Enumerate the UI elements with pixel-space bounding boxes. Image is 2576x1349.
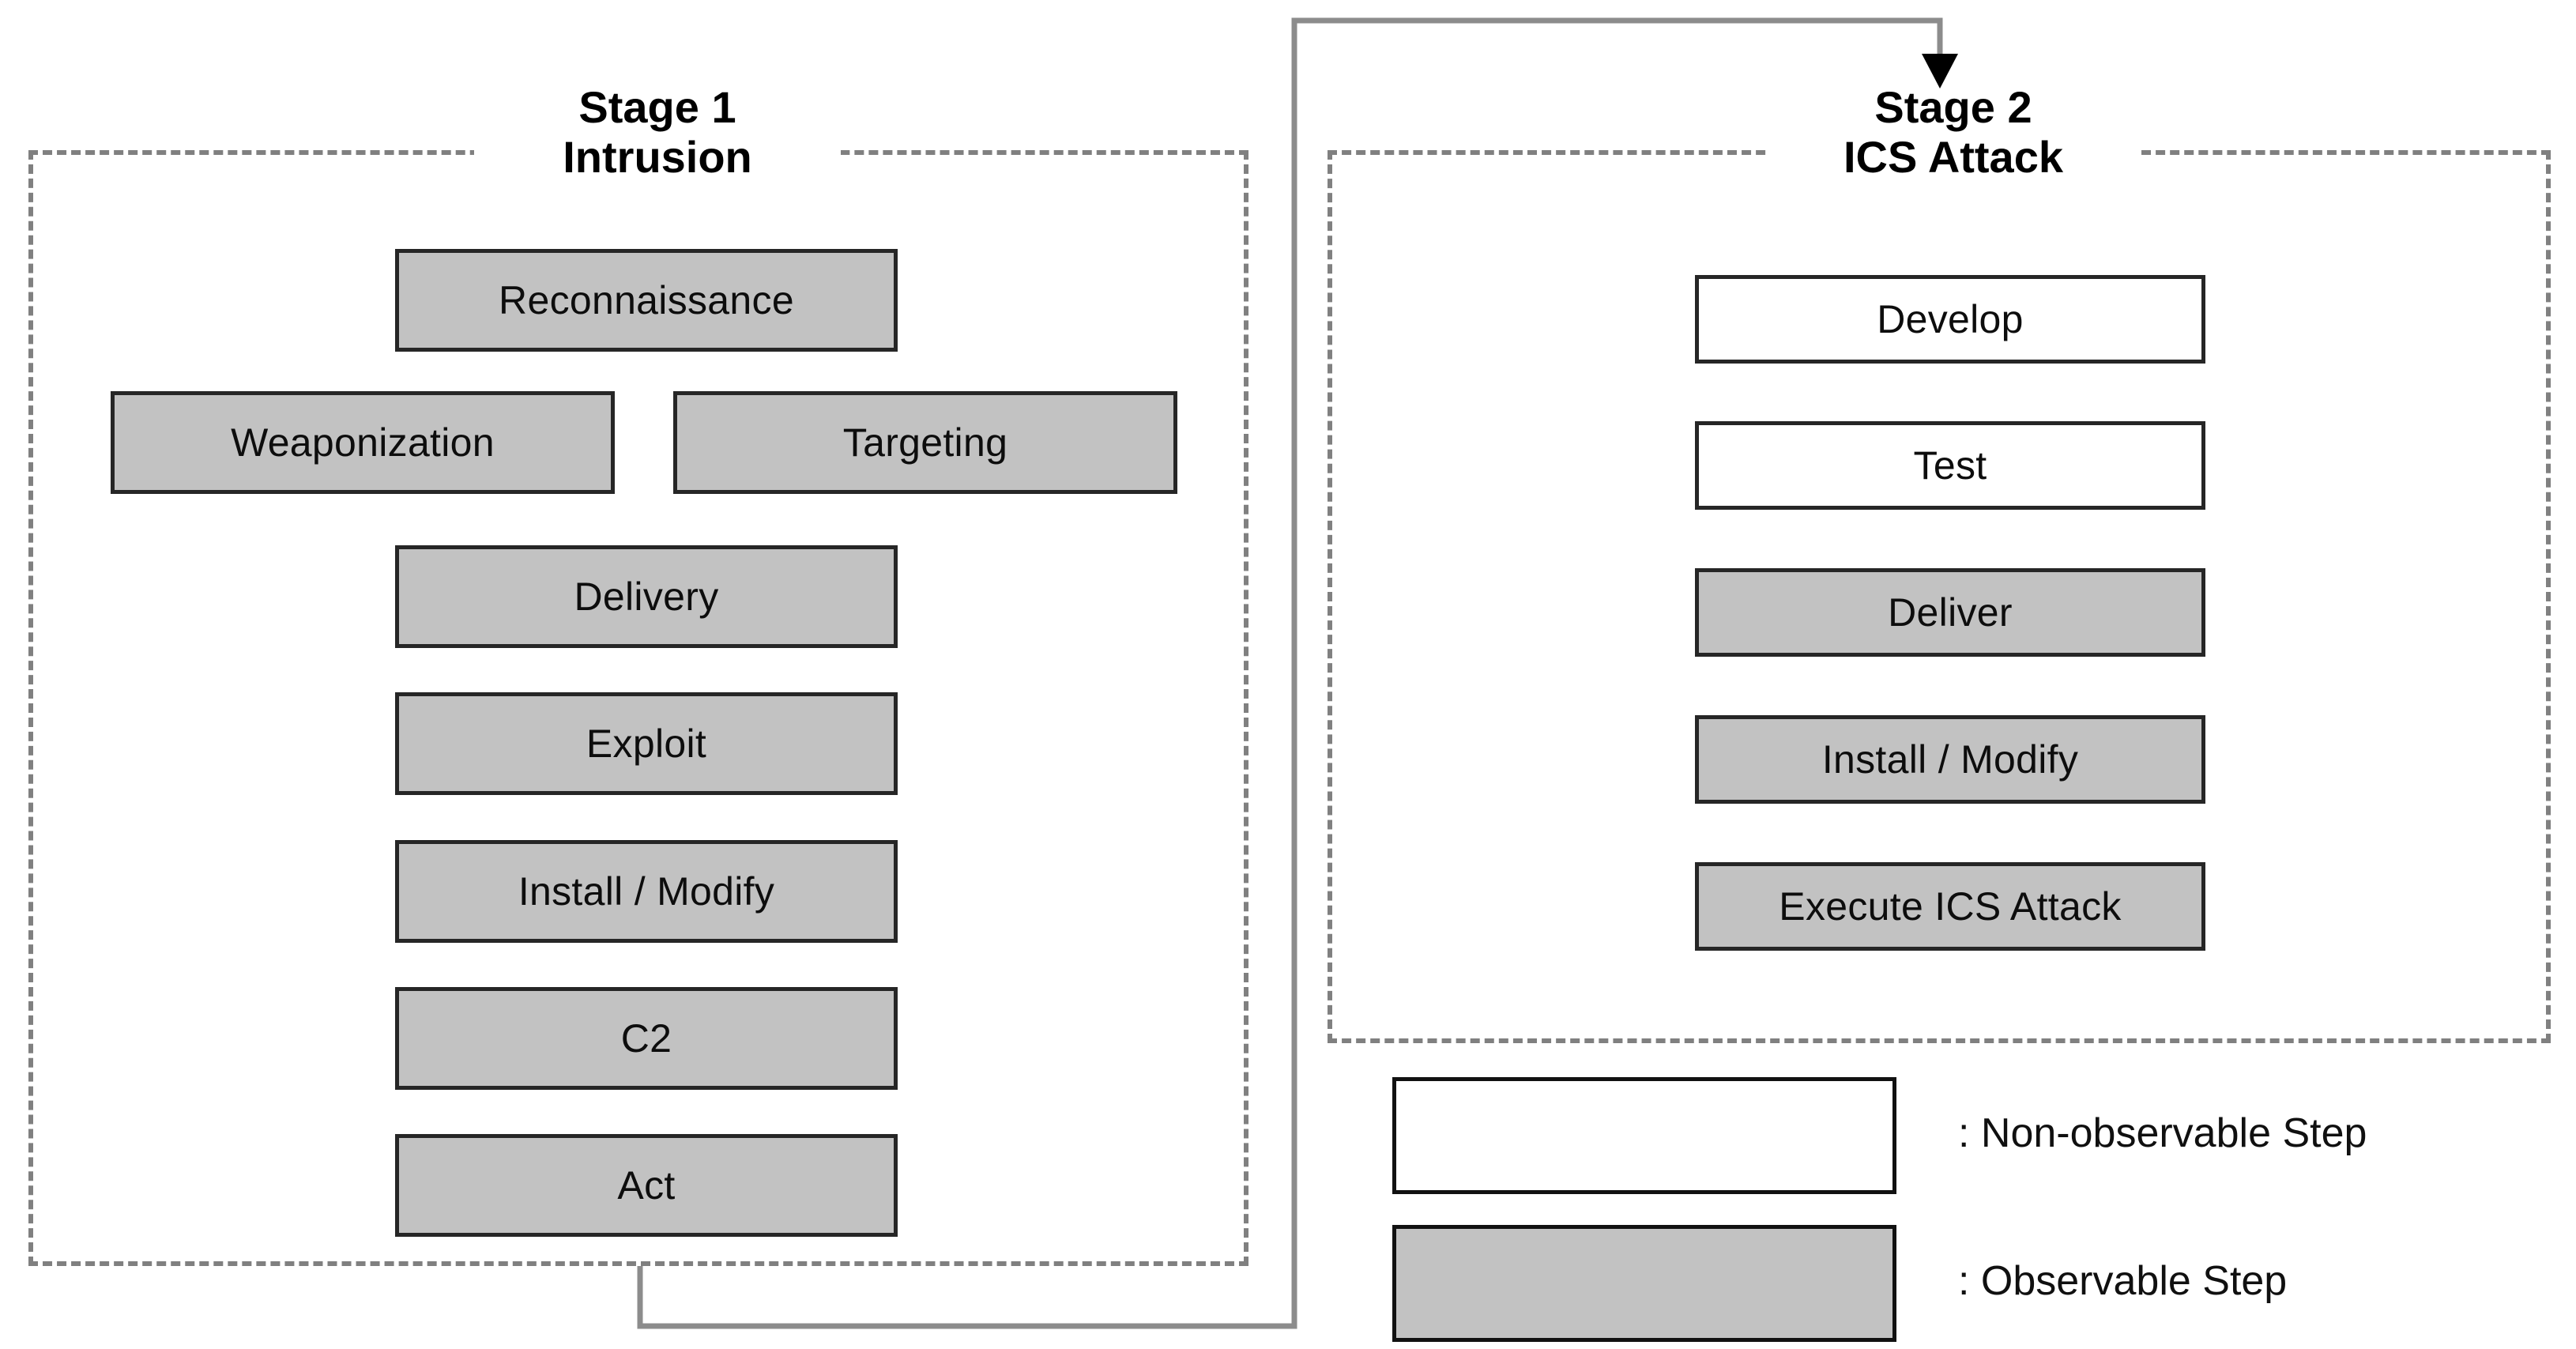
step-targeting[interactable]: Targeting <box>673 391 1177 494</box>
step-reconnaissance[interactable]: Reconnaissance <box>395 249 898 352</box>
legend-label-non-observable: : Non-observable Step <box>1958 1110 2367 1156</box>
step-install-modify-stage1[interactable]: Install / Modify <box>395 840 898 943</box>
legend-swatch-observable <box>1392 1225 1896 1342</box>
step-execute-ics-attack[interactable]: Execute ICS Attack <box>1695 862 2205 951</box>
step-develop[interactable]: Develop <box>1695 275 2205 364</box>
stage-2-title: Stage 2 ICS Attack <box>1770 82 2137 183</box>
step-c2[interactable]: C2 <box>395 987 898 1090</box>
stage-1-title: Stage 1 Intrusion <box>474 82 841 183</box>
step-test[interactable]: Test <box>1695 421 2205 510</box>
step-weaponization[interactable]: Weaponization <box>111 391 615 494</box>
legend-label-observable: : Observable Step <box>1958 1258 2288 1304</box>
step-exploit[interactable]: Exploit <box>395 692 898 795</box>
step-act[interactable]: Act <box>395 1134 898 1237</box>
step-deliver[interactable]: Deliver <box>1695 568 2205 657</box>
legend-swatch-non-observable <box>1392 1077 1896 1194</box>
step-install-modify-stage2[interactable]: Install / Modify <box>1695 715 2205 804</box>
step-delivery[interactable]: Delivery <box>395 545 898 648</box>
